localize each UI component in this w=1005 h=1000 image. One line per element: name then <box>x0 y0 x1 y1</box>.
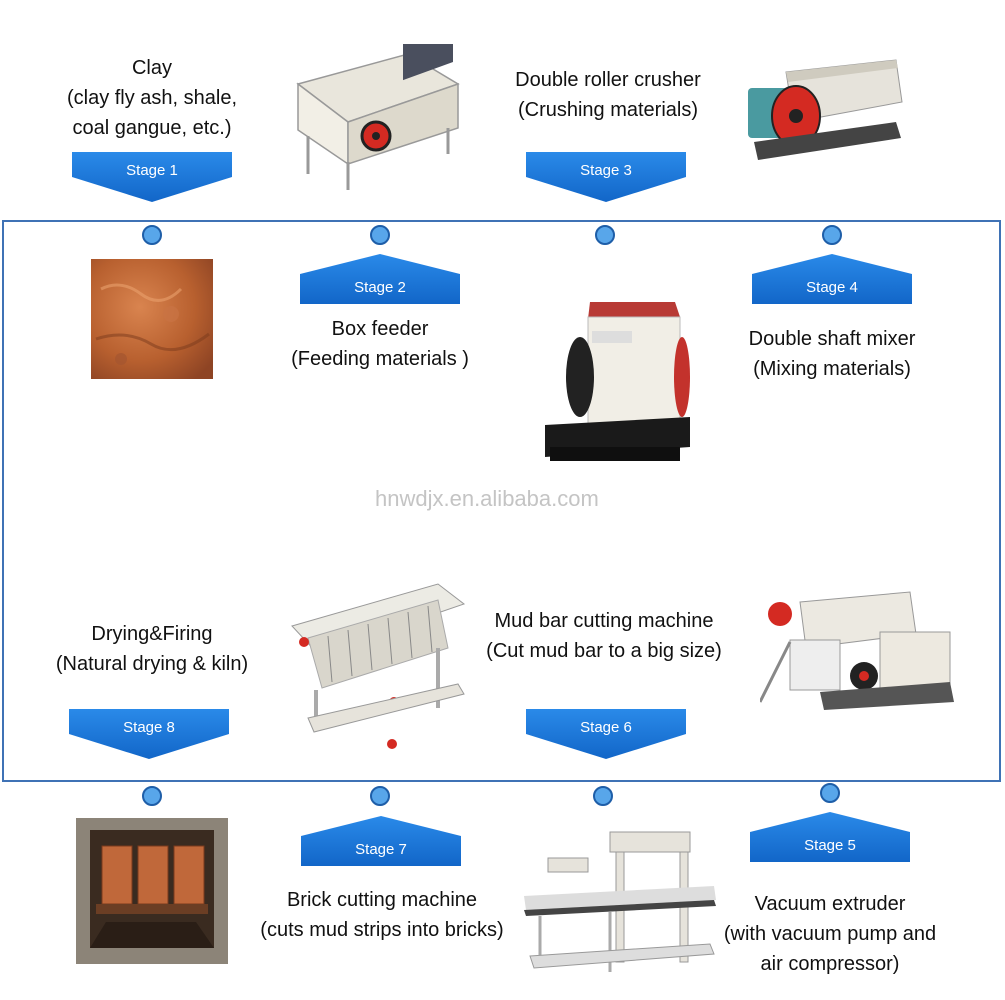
mud-bar-cutting-machine-image <box>520 826 718 976</box>
watermark: hnwdjx.en.alibaba.com <box>375 486 599 511</box>
double-shaft-mixer-image <box>746 52 906 162</box>
stage-8-label: Drying&Firing (Natural drying & kiln) <box>56 619 248 679</box>
stage-1-desc-line-1: (clay fly ash, shale, <box>66 87 238 109</box>
stage-2-title: Box feeder <box>331 318 429 340</box>
stage-5-desc-line-1: (with vacuum pump and <box>723 923 937 945</box>
stage-5-title: Vacuum extruder <box>754 893 906 915</box>
stage-6-label: Mud bar cutting machine (Cut mud bar to … <box>486 606 722 666</box>
brick-cutting-machine-image <box>288 578 468 753</box>
connector-dot-top-1 <box>142 225 162 245</box>
stage-4-title: Double shaft mixer <box>748 328 916 350</box>
clay-image <box>91 259 213 379</box>
stage-3-label: Double roller crusher (Crushing material… <box>515 65 701 125</box>
stage-1-desc-line-2: coal gangue, etc.) <box>72 117 232 139</box>
stage-5-label: Vacuum extruder (with vacuum pump and ai… <box>724 889 936 979</box>
stage-1-label: Clay (clay fly ash, shale, coal gangue, … <box>67 53 237 143</box>
stage-1-banner: Stage 1 <box>72 152 232 202</box>
double-roller-crusher-image <box>540 297 690 467</box>
stage-1-title: Clay <box>131 57 173 79</box>
stage-2-label: Box feeder (Feeding materials ) <box>291 314 469 374</box>
stage-2-desc-line-1: (Feeding materials ) <box>291 348 469 370</box>
connector-dot-top-3 <box>595 225 615 245</box>
stage-6-title: Mud bar cutting machine <box>494 610 714 632</box>
stage-8-desc-line-1: (Natural drying & kiln) <box>55 653 249 675</box>
stage-7-title: Brick cutting machine <box>286 889 478 911</box>
stage-5-desc-line-2: air compressor) <box>760 953 900 975</box>
connector-dot-bottom-3 <box>593 786 613 806</box>
process-flow-frame <box>2 220 1001 782</box>
connector-dot-top-2 <box>370 225 390 245</box>
stage-3-desc-line-1: (Crushing materials) <box>517 99 699 121</box>
stage-4-desc-line-1: (Mixing materials) <box>753 358 911 380</box>
connector-dot-bottom-2 <box>370 786 390 806</box>
connector-dot-bottom-1 <box>142 786 162 806</box>
kiln-image <box>76 818 228 964</box>
stage-5-banner: Stage 5 <box>750 812 910 862</box>
stage-7-label: Brick cutting machine (cuts mud strips i… <box>260 885 503 945</box>
stage-8-title: Drying&Firing <box>91 623 213 645</box>
stage-7-banner: Stage 7 <box>301 816 461 866</box>
connector-dot-bottom-4 <box>820 783 840 803</box>
connector-dot-top-4 <box>822 225 842 245</box>
stage-3-banner: Stage 3 <box>526 152 686 202</box>
box-feeder-image <box>288 44 464 192</box>
stage-4-label: Double shaft mixer (Mixing materials) <box>749 324 916 384</box>
vacuum-extruder-image <box>760 582 956 712</box>
stage-3-title: Double roller crusher <box>515 69 701 91</box>
stage-6-desc-line-1: (Cut mud bar to a big size) <box>486 640 722 662</box>
stage-7-desc-line-1: (cuts mud strips into bricks) <box>260 919 504 941</box>
